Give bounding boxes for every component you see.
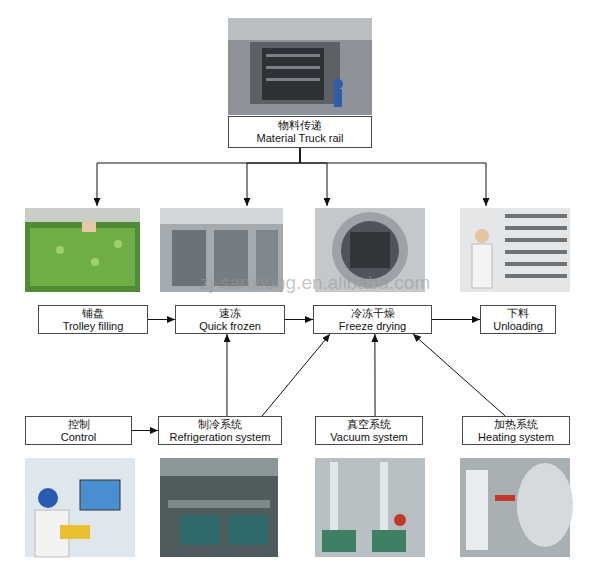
flow-arrow: [432, 319, 480, 320]
english-label: Heating system: [478, 431, 554, 444]
process-box: 速冻Quick frozen: [175, 305, 285, 334]
chinese-label: 物料传递: [278, 119, 322, 132]
peas: [114, 240, 122, 248]
shelf: [266, 66, 320, 69]
process-box: 下料Unloading: [480, 305, 556, 334]
photo-bg: [160, 458, 278, 557]
tank: [466, 470, 488, 550]
flow-arrow: [300, 148, 327, 206]
english-label: Control: [61, 431, 96, 444]
tank: [517, 463, 573, 547]
chinese-label: 控制: [68, 418, 90, 431]
process-box: 加热系统Heating system: [462, 416, 570, 445]
dryer-photo: [228, 18, 372, 115]
chamber-shelves: [350, 232, 390, 268]
photo-bg: [228, 18, 372, 115]
english-label: Vacuum system: [330, 431, 407, 444]
valve: [394, 514, 406, 526]
shelf: [505, 238, 567, 242]
english-label: Trolley filling: [63, 320, 124, 333]
flow-arrow: [285, 319, 313, 320]
chinese-label: 速冻: [219, 307, 241, 320]
refrigeration-photo: [160, 458, 278, 557]
process-box: 控制Control: [25, 416, 132, 445]
heating-photo: [460, 458, 573, 557]
flow-arrow: [226, 334, 227, 416]
photo-bg: [25, 458, 135, 557]
photo-bg: [25, 208, 140, 292]
chinese-label: 真空系统: [347, 418, 391, 431]
chamber-body: [250, 42, 340, 104]
process-box: 真空系统Vacuum system: [315, 416, 423, 445]
worker: [334, 89, 342, 107]
compressor: [180, 515, 220, 545]
watermark: zj-sanxiong.en.alibaba.com: [200, 272, 400, 294]
photo-bg: [460, 208, 570, 292]
chamber-opening: [341, 221, 399, 279]
process-box: 物料传递Material Truck rail: [228, 116, 372, 148]
pipe: [380, 462, 388, 532]
shelf: [505, 226, 567, 230]
pipe: [168, 500, 270, 508]
process-box: 铺盘Trolley filling: [38, 305, 148, 334]
photo-bg: [315, 458, 425, 557]
vacuum-photo: [315, 458, 425, 557]
unloading-photo: [460, 208, 570, 292]
flow-arrow: [247, 148, 300, 206]
english-label: Material Truck rail: [257, 132, 344, 145]
compressor: [228, 515, 268, 545]
pump: [372, 530, 406, 552]
flow-arrow: [97, 148, 300, 206]
flow-arrow: [374, 334, 375, 416]
chinese-label: 制冷系统: [198, 418, 242, 431]
photo-ceiling: [228, 18, 372, 40]
shelf: [266, 78, 320, 81]
pipe: [495, 495, 515, 501]
control-photo: [25, 458, 135, 557]
shelf: [505, 250, 567, 254]
shelf: [505, 262, 567, 266]
peas: [91, 258, 99, 266]
chinese-label: 下料: [507, 307, 529, 320]
worker: [38, 488, 58, 508]
flow-arrow: [262, 334, 330, 416]
monitor: [80, 480, 120, 510]
tray: [30, 228, 135, 286]
photo-wall: [25, 208, 140, 222]
trolley-photo: [25, 208, 140, 292]
flow-arrow: [132, 430, 158, 431]
flow-arrow: [300, 148, 486, 206]
photo-ceiling: [160, 458, 278, 476]
worker: [333, 79, 343, 89]
shelf: [505, 214, 567, 218]
worker: [475, 229, 489, 243]
chinese-label: 加热系统: [494, 418, 538, 431]
worker: [472, 244, 492, 288]
process-box: 冷冻干燥Freeze drying: [313, 305, 432, 334]
pipe: [330, 462, 338, 532]
flow-arrow: [413, 334, 505, 416]
shelf: [505, 274, 567, 278]
chinese-label: 铺盘: [82, 307, 104, 320]
process-box: 制冷系统Refrigeration system: [158, 416, 282, 445]
english-label: Unloading: [493, 320, 543, 333]
english-label: Quick frozen: [199, 320, 261, 333]
glove: [60, 525, 90, 539]
chamber-door: [262, 48, 324, 100]
photo-ceiling: [160, 208, 283, 224]
english-label: Freeze drying: [339, 320, 406, 333]
peas: [56, 246, 64, 254]
flow-arrow: [148, 319, 175, 320]
pump: [322, 530, 356, 552]
english-label: Refrigeration system: [170, 431, 271, 444]
hand: [82, 222, 96, 232]
chinese-label: 冷冻干燥: [351, 307, 395, 320]
shelf: [266, 54, 320, 57]
